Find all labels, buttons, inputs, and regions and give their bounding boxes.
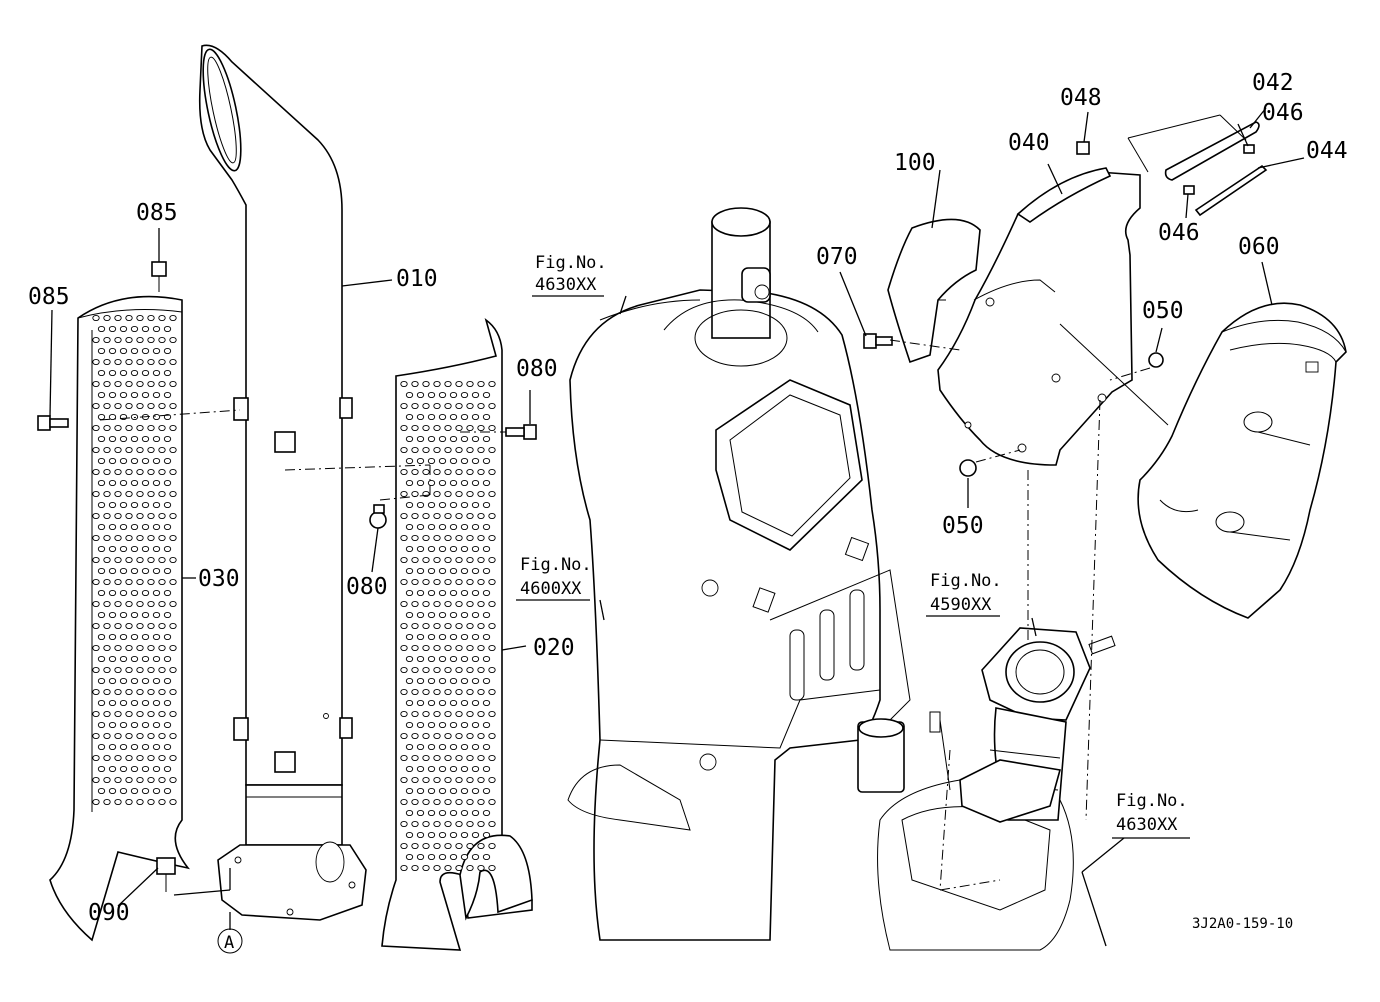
fig-ref-4600-line1: Fig.No.	[520, 555, 592, 575]
bolt-080-right	[505, 424, 537, 440]
label-050-upper: 050	[1142, 298, 1184, 324]
strip-042	[1164, 121, 1260, 181]
bolt-050-upper	[1148, 352, 1164, 368]
fig-ref-4630-top-line1: Fig.No.	[535, 253, 607, 273]
bolt-070	[863, 333, 893, 349]
label-050-lower: 050	[942, 513, 984, 539]
svg-text:A: A	[224, 933, 234, 953]
fig-ref-4630-bottom-line2: 4630XX	[1116, 815, 1178, 835]
strip-044	[1194, 164, 1268, 217]
reference-marker-a: A	[217, 928, 243, 954]
bolt-085-top	[151, 261, 167, 292]
engine-housing	[567, 207, 1074, 951]
plate-100	[887, 218, 981, 364]
part-number-labels: 010 020 030 040 042 044 046 046 048 050 …	[28, 70, 1348, 926]
label-010: 010	[396, 266, 438, 292]
label-080-right: 080	[516, 356, 558, 382]
fig-ref-4590-line1: Fig.No.	[930, 571, 1002, 591]
label-080-left: 080	[346, 574, 388, 600]
assembly-lines	[99, 114, 1247, 891]
fig-ref-4590-line2: 4590XX	[930, 595, 992, 615]
bolt-050-lower	[959, 459, 977, 477]
label-060: 060	[1238, 234, 1280, 260]
guard-020	[381, 318, 533, 951]
bolt-080-left	[369, 504, 387, 529]
bolt-085-left	[37, 415, 69, 431]
fig-ref-4630-bottom-line1: Fig.No.	[1116, 791, 1188, 811]
fig-ref-4600-line2: 4600XX	[520, 579, 582, 599]
bolt-090	[156, 857, 176, 892]
spacer-046	[1183, 144, 1255, 195]
label-085-left: 085	[28, 284, 70, 310]
label-040: 040	[1008, 130, 1050, 156]
label-044: 044	[1306, 138, 1348, 164]
label-030: 030	[198, 566, 240, 592]
muffler-flange	[929, 627, 1116, 823]
drawing-code: 3J2A0-159-10	[1192, 916, 1293, 932]
heat-shield-040	[937, 167, 1141, 466]
nut-048	[1076, 141, 1090, 155]
leader-lines	[49, 107, 1305, 947]
label-046-lower: 046	[1158, 220, 1200, 246]
label-070: 070	[816, 244, 858, 270]
label-042: 042	[1252, 70, 1294, 96]
guard-030	[49, 295, 190, 942]
fig-ref-4630-top-line2: 4630XX	[535, 275, 597, 295]
label-085-top: 085	[136, 200, 178, 226]
label-090: 090	[88, 900, 130, 926]
tail-pipe-010	[198, 44, 367, 921]
heat-shield-060	[1137, 302, 1347, 619]
figure-references: Fig.No. 4630XX Fig.No. 4600XX Fig.No. 45…	[516, 253, 1190, 839]
label-048: 048	[1060, 85, 1102, 111]
label-100: 100	[894, 150, 936, 176]
label-046-upper: 046	[1262, 100, 1304, 126]
label-020: 020	[533, 635, 575, 661]
